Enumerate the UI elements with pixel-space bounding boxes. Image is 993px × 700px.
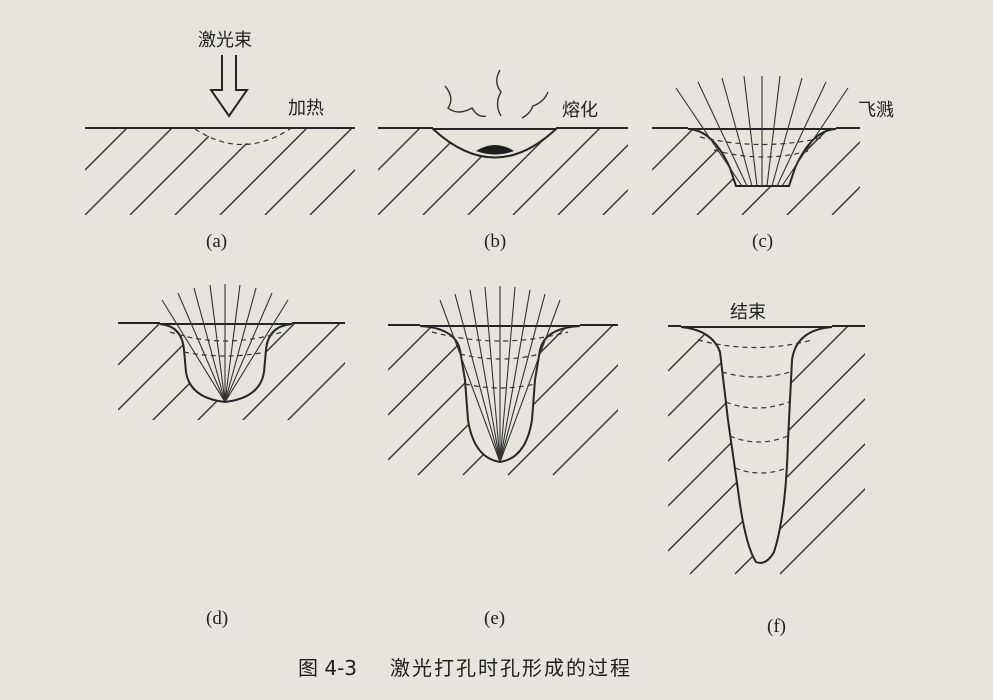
molten-metal xyxy=(476,145,514,155)
panel-a: 激光束 加热 (a) xyxy=(85,30,355,252)
panel-label-d: (d) xyxy=(206,608,228,629)
heated-zone xyxy=(194,128,291,145)
workpiece-hatching xyxy=(388,325,618,476)
molten-pool xyxy=(430,128,559,159)
hole-profile xyxy=(680,326,833,564)
laser-rays xyxy=(439,286,561,463)
panel-label-f: (f) xyxy=(767,616,786,637)
panel-d: (d) xyxy=(118,284,345,629)
laser-beam-label: 激光束 xyxy=(198,30,252,51)
spatter-rays xyxy=(675,75,849,187)
laser-beam-arrow-icon xyxy=(209,55,249,118)
panel-label-e: (e) xyxy=(484,608,505,629)
panel-e: (e) xyxy=(388,286,618,629)
panel-label-a: (a) xyxy=(206,231,227,252)
figure-number: 图 4-3 xyxy=(298,656,357,680)
stage-label-finish: 结束 xyxy=(730,302,766,323)
stage-label-heating: 加热 xyxy=(288,98,324,119)
panel-label-c: (c) xyxy=(752,231,773,252)
panel-label-b: (b) xyxy=(484,231,506,252)
vapor-wave xyxy=(496,69,502,117)
panel-c: 飞溅 (c) xyxy=(652,75,894,252)
stage-label-spatter: 飞溅 xyxy=(858,100,894,121)
workpiece-hatching xyxy=(668,326,865,575)
workpiece-hatching xyxy=(85,128,355,215)
vapor-wave xyxy=(521,91,549,119)
stage-label-melting: 熔化 xyxy=(562,100,598,121)
panel-f: 结束 (f) xyxy=(668,302,865,637)
figure-caption: 激光打孔时孔形成的过程 xyxy=(390,656,632,680)
laser-rays xyxy=(161,284,289,403)
panel-b: 熔化 (b) xyxy=(378,69,628,252)
vapor-wave xyxy=(444,85,487,118)
